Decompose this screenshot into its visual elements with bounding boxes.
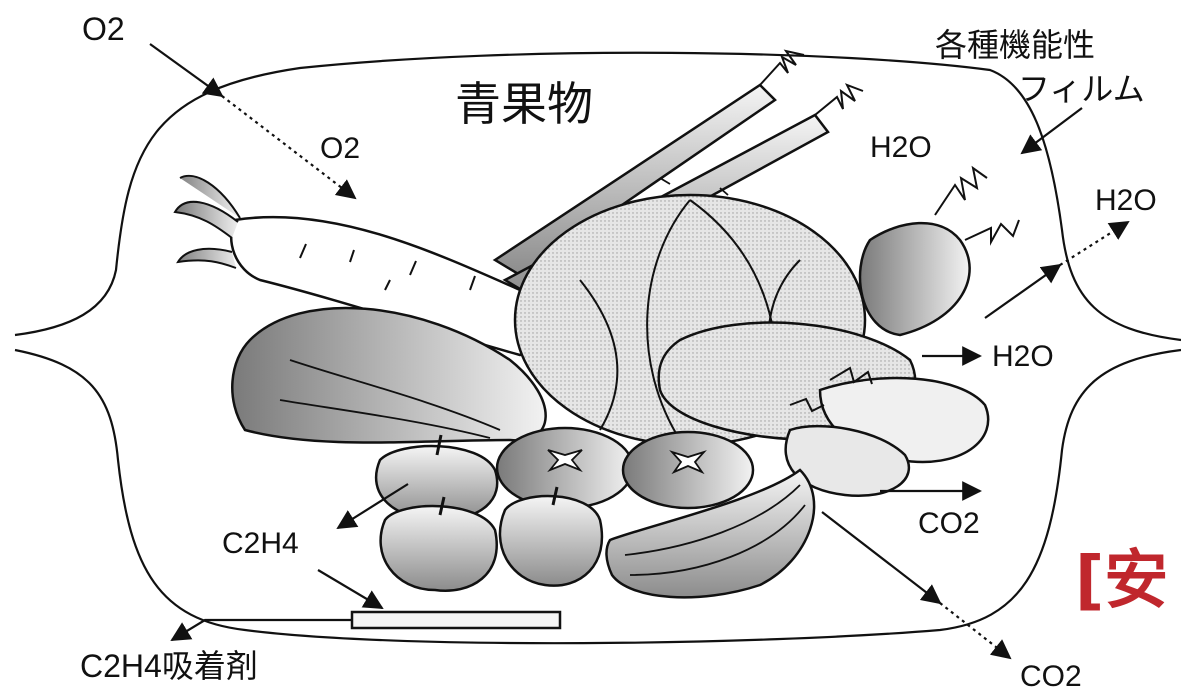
- o2-inflow-arrow: [150, 44, 222, 96]
- c2h4-to-absorbent-arrow: [318, 570, 382, 608]
- co2-bottom-label: CO2: [1020, 660, 1082, 689]
- co2-right-label: CO2: [918, 507, 980, 540]
- c2h4-label: C2H4: [222, 527, 299, 560]
- o2-inside-label: O2: [320, 132, 360, 165]
- film-label-line2: フィルム: [1018, 71, 1145, 107]
- h2o-outflow-arrow: [985, 265, 1060, 318]
- o2-outside-label: O2: [82, 11, 125, 47]
- film-pointer-arrow: [1022, 108, 1082, 153]
- h2o-escape-arrow: [1060, 222, 1128, 265]
- film-label-line1: 各種機能性: [935, 27, 1095, 63]
- c2h4-absorbent-label: C2H4吸着剤: [80, 648, 258, 684]
- title-label: 青果物: [455, 77, 593, 131]
- h2o-inside-label: H2O: [870, 131, 932, 164]
- h2o-right-label: H2O: [992, 340, 1054, 373]
- c2h4-absorbent-strip: [352, 612, 560, 628]
- stamp-label: [安: [1075, 544, 1168, 618]
- h2o-outside-label: H2O: [1095, 184, 1157, 217]
- co2-escape-arrow: [940, 603, 1010, 658]
